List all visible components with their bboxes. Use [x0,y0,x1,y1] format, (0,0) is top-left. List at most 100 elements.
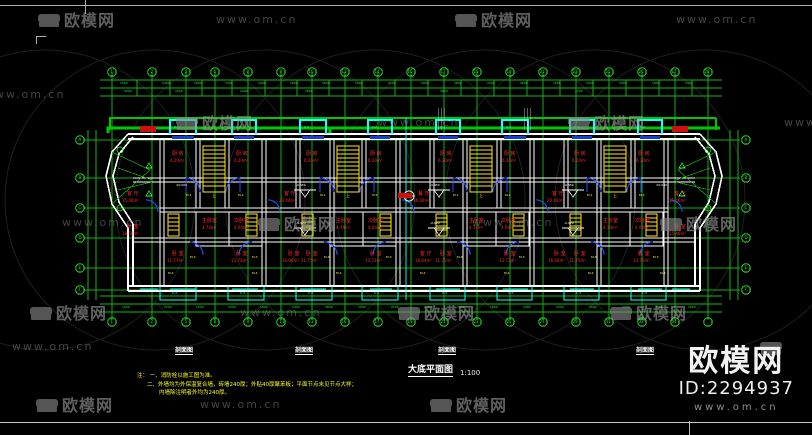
room-area: 4.74m² [202,225,217,230]
grid-label-bottom: 1 [110,319,114,324]
room-label: 次卧室 [234,218,250,224]
door-tag: M-2 [372,193,378,197]
stair-direction-label: 上 [346,193,350,198]
window-tag: C-1 [574,125,580,129]
room-area: 11.77m² [167,258,184,263]
dimension-text-sub: 2400 [240,89,248,93]
door-tag: M-4 [420,271,426,275]
room-area: 6.20m² [368,158,383,163]
door-tag: M-1 [587,193,593,197]
grid-label-bottom: 16 [341,319,347,324]
room-area: 6.20m² [438,158,453,163]
note-line-3: 内墙除注明者外均为240厚。 [159,390,230,397]
room-label: 卧 室 [574,251,586,257]
dimension-text-bottom: 3000 [457,305,465,309]
door-tag: M-4 [504,271,510,275]
dimension-text: 2100 [388,81,396,85]
dimension-text: 1500 [355,81,363,85]
window-tag: C-2 [640,125,646,129]
room-area: 13.73m² [231,258,248,263]
room-label: 厨 房 [172,151,184,157]
door-tag: M-3 [252,255,258,259]
room-label: 客 厅 [127,191,139,197]
window-tag-south: C-3 [172,291,178,295]
dimension-text: 3600 [520,81,528,85]
room-label: 卧 室 [127,224,139,230]
stair-direction-label: 上 [613,193,617,198]
grid-label-top: 8 [246,69,250,74]
dimension-text-bottom: 3300 [228,305,236,309]
dimension-text-sub: 3000 [124,89,132,93]
dimension-text: 1800 [194,81,202,85]
grid-label-left: F [78,287,81,292]
room-label: 卧 室 [172,251,184,257]
window-tag: C-2 [372,125,378,129]
dimension-text: 3600 [322,81,330,85]
door-tag: M-3 [324,255,330,259]
door-tag: M-1 [320,193,326,197]
window-tag: C-2 [236,125,242,129]
room-area: 6.20m² [234,158,249,163]
room-area: 4.04m² [368,225,383,230]
room-label: 卧 室 [554,251,566,257]
room-area: 11.75m² [435,258,452,263]
door-tag: M-4 [168,271,174,275]
window-tag-south: C-3 [508,291,514,295]
door-tag: M-4 [336,271,342,275]
grid-label-left: A [78,137,82,142]
dimension-text: 1800 [290,81,298,85]
window-tag-south: C-3 [576,291,582,295]
dimension-text: 2400 [586,81,594,85]
door-tag: M-2 [238,193,244,197]
sheet-frame-bottom-tick [689,421,690,435]
grid-label-left: E [78,265,82,270]
door-tag: M-2 [639,193,645,197]
dimension-text-bottom: 2100 [391,305,399,309]
dimension-text: 1500 [553,81,561,85]
dimension-text: 2400 [685,81,693,85]
room-area: 20.44m² [547,198,564,203]
dimension-text-bottom: 1500 [196,305,204,309]
dimension-text: 1800 [652,81,660,85]
watermark-id: ID:2294937 [678,377,794,399]
room-label: 厨 房 [504,151,516,157]
room-area: 6.20m² [502,158,517,163]
grid-label-top: 23 [572,69,578,74]
note-line-1: 注： 一、消防栓以施工图为准。 [137,373,216,379]
room-label: 卧 室 [674,224,686,230]
dimension-text-sub: 3600 [440,89,448,93]
room-area: 11.75m² [569,258,586,263]
grid-label-top: 26 [638,69,644,74]
room-label: 卧 室 [288,251,300,257]
room-label: 厨 房 [236,151,248,157]
dimension-text-bottom: 3600 [655,305,663,309]
room-label: 客 厅 [674,191,686,197]
grid-label-bottom: 34 [671,319,677,324]
door-tag: M-3 [457,255,463,259]
room-label: 厨 房 [638,151,650,157]
room-area: 6.20m² [636,158,651,163]
grid-label-right: D [744,235,748,240]
section-label: 剖面图 [636,347,655,355]
room-label: 餐 厅 [418,191,430,197]
drawing-scale: 1:100 [460,369,481,377]
dimension-text-bottom: 2700 [164,305,172,309]
dimension-text: 2400 [487,81,495,85]
grid-label-top: 28 [704,69,710,74]
dimension-text: 3000 [421,81,429,85]
grid-label-top: 25 [605,69,611,74]
sheet-frame-tick [85,0,86,14]
room-area: 4.74m² [603,225,618,230]
drawing-title: 大底平面图 [408,362,454,377]
grid-label-top: 18 [473,69,479,74]
grid-label-top: 19 [506,69,512,74]
room-area: 4.74m² [336,225,351,230]
room-label: 主卧室 [469,218,485,224]
grid-label-bottom: 21 [440,319,446,324]
dimension-text: 3300 [619,81,627,85]
dimension-text-bottom: 1500 [358,305,366,309]
stair-direction-label: 上 [479,193,483,198]
grid-label-top: 17 [440,69,446,74]
dimension-text-bottom: 2400 [622,305,630,309]
